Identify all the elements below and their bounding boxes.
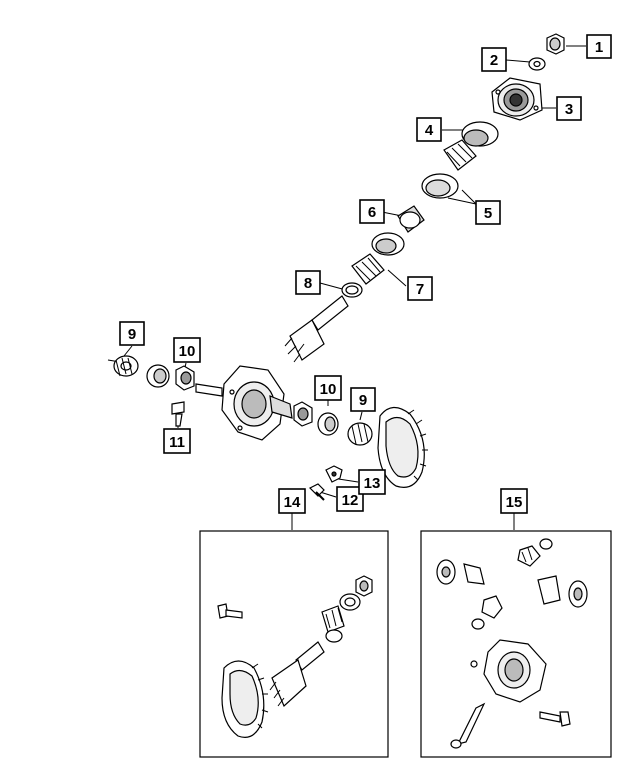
differential-case — [221, 365, 293, 441]
pinion-gear — [284, 295, 349, 363]
kit-15-bolt — [539, 711, 571, 727]
callout-10-left-label: 10 — [179, 343, 196, 360]
kit-15-box — [420, 530, 612, 758]
callout-8[interactable]: 8 — [295, 270, 321, 295]
outer-bearing-cup — [421, 173, 459, 199]
left-bearing-cup — [146, 364, 170, 388]
case-shaft-stub — [195, 383, 223, 397]
lock-clip — [325, 465, 343, 483]
outer-pinion-bearing-cone — [443, 139, 477, 171]
callout-6-label: 6 — [368, 204, 376, 221]
callout-7[interactable]: 7 — [407, 276, 433, 301]
callout-10-left[interactable]: 10 — [173, 337, 201, 363]
kit-15-differential-case — [470, 639, 547, 703]
callouts: 1 2 3 4 5 6 7 8 — [119, 34, 612, 514]
callout-4-label: 4 — [425, 122, 434, 139]
left-adjuster-nut — [175, 365, 195, 391]
kit-15-pinion-mate-top — [517, 545, 541, 567]
callout-13-label: 13 — [364, 475, 381, 492]
right-bearing-cup — [317, 412, 339, 436]
kit-14-bolt — [217, 603, 243, 619]
callout-5[interactable]: 5 — [475, 200, 501, 225]
kit-14-pinion — [269, 641, 325, 708]
callout-9-right[interactable]: 9 — [350, 387, 376, 412]
callout-7-label: 7 — [416, 281, 424, 298]
callout-15[interactable]: 15 — [500, 488, 528, 514]
callout-4[interactable]: 4 — [416, 117, 442, 142]
ring-gear — [377, 406, 428, 488]
callout-2-label: 2 — [490, 52, 498, 69]
pinion-shim — [341, 282, 363, 298]
callout-8-label: 8 — [304, 275, 312, 292]
pinion-nut — [546, 33, 565, 55]
callout-3-label: 3 — [565, 101, 573, 118]
kit-15-side-gear-left — [436, 559, 485, 585]
kit-14-nut — [355, 575, 373, 597]
kit-15-cross-shaft — [456, 702, 486, 745]
collapsible-spacer — [397, 205, 425, 233]
inner-pinion-bearing-cone — [351, 253, 385, 285]
callout-12-label: 12 — [342, 492, 359, 509]
kit-14-ring-gear — [221, 660, 269, 738]
callout-3[interactable]: 3 — [556, 96, 582, 121]
right-side-bearing — [347, 422, 373, 446]
case-bolt — [171, 401, 185, 427]
callout-5-label: 5 — [484, 205, 492, 222]
callout-10-right-label: 10 — [320, 381, 337, 398]
callout-10-right[interactable]: 10 — [314, 375, 342, 401]
inner-bearing-cup — [371, 232, 405, 256]
kit-14-box — [199, 530, 389, 758]
callout-2[interactable]: 2 — [481, 47, 507, 72]
kit-15-thrust-washer — [539, 538, 553, 550]
lock-bolt — [308, 483, 325, 501]
kit-14-bearings — [321, 605, 345, 643]
right-adjuster-nut — [293, 401, 313, 427]
callout-9-right-label: 9 — [359, 392, 367, 409]
callout-9-left[interactable]: 9 — [119, 321, 145, 346]
pinion-flange — [491, 77, 543, 121]
callout-6[interactable]: 6 — [359, 199, 385, 224]
callout-11[interactable]: 11 — [163, 428, 191, 454]
kit-15-pinion-mate-bottom — [471, 595, 503, 630]
callout-11-label: 11 — [169, 434, 185, 451]
callout-9-left-label: 9 — [128, 326, 136, 343]
callout-14[interactable]: 14 — [278, 488, 306, 514]
pinion-seal — [461, 121, 499, 147]
pinion-washer — [528, 57, 546, 71]
left-side-bearing — [113, 355, 139, 377]
callout-1-label: 1 — [595, 39, 603, 56]
kit-14-seal — [339, 593, 361, 611]
callout-1[interactable]: 1 — [586, 34, 612, 59]
callout-14-label: 14 — [284, 494, 301, 511]
callout-13[interactable]: 13 — [358, 469, 386, 495]
kit-15-side-gear-right — [537, 575, 588, 608]
callout-15-label: 15 — [506, 494, 523, 511]
kit-15-retainer-ring — [450, 739, 462, 749]
